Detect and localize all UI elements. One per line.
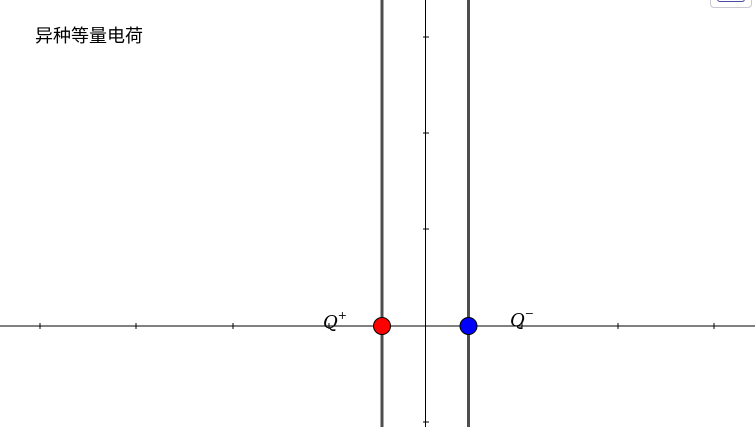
charge-positive-label[interactable]: Q+ [323,309,347,333]
charge-negative-sign: − [524,307,534,320]
charge-positive-point[interactable] [373,317,391,335]
charge-negative-point[interactable] [459,317,478,335]
style-bar-toggle-button[interactable] [710,0,752,8]
charge-negative-label[interactable]: Q− [510,307,534,331]
charge-negative-name: Q [510,310,525,331]
style-bar-toggle-icon [717,0,745,2]
page-title: 异种等量电荷 [35,26,143,47]
charge-positive-sign: + [337,309,347,322]
y-axis-ticks [423,36,429,423]
charge-positive-name: Q [323,312,338,333]
x-axis-ticks [39,323,715,329]
